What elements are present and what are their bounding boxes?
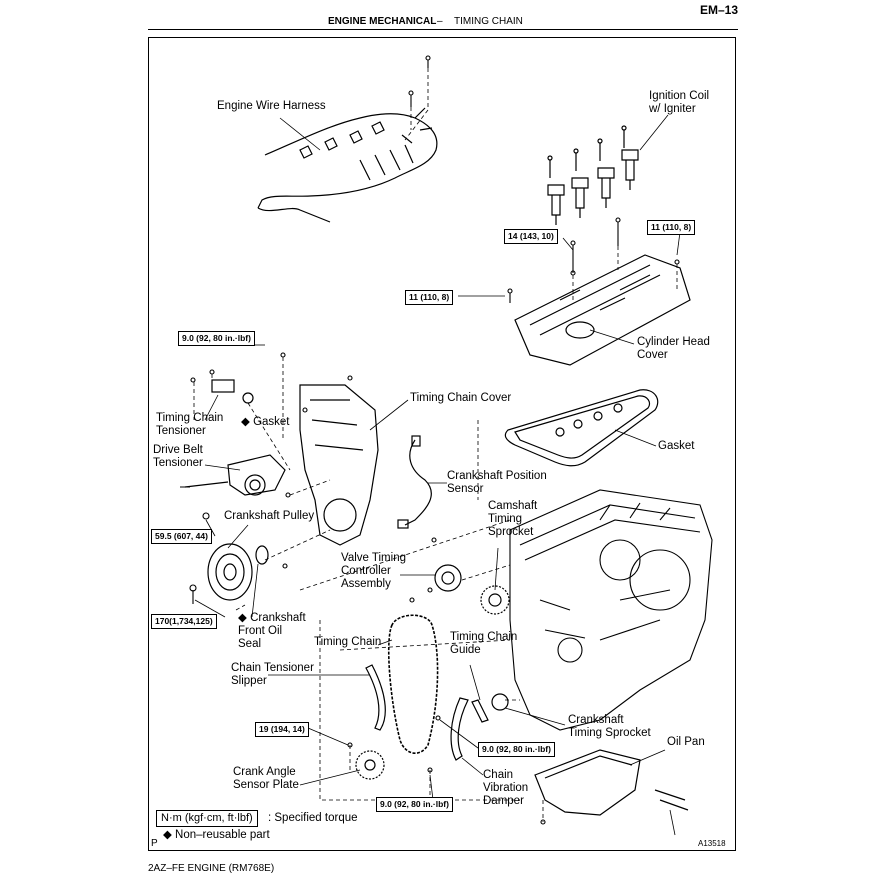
footer-engine-code: 2AZ–FE ENGINE (RM768E) [148,863,275,874]
p-mark: P [151,838,158,849]
legend-non-reusable: ◆ Non–reusable part [163,829,270,841]
chain-guides-drawing [365,664,489,761]
legend-unit-text: : Specified torque [268,812,358,824]
label-crankshaft-pulley: Crankshaft Pulley [224,510,315,522]
page-number: EM–13 [700,3,739,17]
assembly-lines [193,68,678,822]
camshaft-sprocket-drawing [434,564,510,615]
label-gasket-cover: Gasket [658,440,695,452]
oil-pan-drawing [534,749,689,816]
torque-box: 19 (194, 14) [255,722,309,737]
torque-box: 59.5 (607, 44) [151,529,212,544]
label-camshaft-timing-sprocket: Camshaft Timing Sprocket [488,500,538,538]
timing-chain-drawing [387,614,439,754]
label-oil-pan: Oil Pan [667,736,705,748]
label-crankshaft-timing-sprocket: Crankshaft Timing Sprocket [568,714,651,739]
bolts-drawing [180,55,680,825]
label-crankshaft-position-sensor: Crankshaft Position Sensor [447,470,547,495]
label-crankshaft-front-oil-seal-group: ◆ Crankshaft Front Oil Seal [238,612,306,651]
torque-box: 9.0 (92, 80 in.·lbf) [478,742,555,757]
ignition-coil-drawing [547,125,639,225]
non-reusable-marker: ◆ [241,416,250,428]
crank-angle-plate-drawing [355,693,509,780]
torque-box: 11 (110, 8) [405,290,454,305]
torque-box: 9.0 (92, 80 in.·lbf) [376,797,453,812]
legend-unit-box: N·m (kgf·cm, ft·lbf) [156,810,258,827]
non-reusable-marker: ◆ [238,612,247,624]
header-dash: – [437,16,443,27]
leader-lines [194,114,681,836]
label-timing-chain-tensioner: Timing Chain Tensioner [156,412,224,437]
engine-wire-harness-drawing [257,107,438,223]
label-gasket-tensioner: Gasket [253,416,290,428]
label-crank-angle-sensor-plate: Crank Angle Sensor Plate [233,766,299,791]
torque-box: 11 (110, 8) [647,220,696,235]
crankshaft-pulley-drawing [207,543,269,601]
label-chain-vibration-damper: Chain Vibration Damper [483,769,529,807]
label-crankshaft-front-oil-seal: Crankshaft Front Oil Seal [238,612,306,650]
label-chain-tensioner-slipper: Chain Tensioner Slipper [231,662,314,687]
subsection-title: TIMING CHAIN [454,16,523,27]
label-ignition-coil: Ignition Coil w/ Igniter [649,90,710,115]
page-header: ENGINE MECHANICAL – TIMING CHAIN EM–13 [0,0,886,40]
tensioner-drawing [184,379,286,496]
label-valve-timing-controller: Valve Timing Controller Assembly [341,552,406,590]
cover-gasket-drawing [504,389,659,467]
label-drive-belt-tensioner: Drive Belt Tensioner [153,444,203,469]
torque-box: 170(1,734,125) [151,614,217,629]
timing-chain-cover-drawing [299,384,379,546]
header-rule [148,29,738,30]
crank-sensor-drawing [397,435,432,529]
cylinder-head-cover-drawing [514,254,691,366]
torque-box: 9.0 (92, 80 in.·lbf) [178,331,255,346]
label-timing-chain-cover: Timing Chain Cover [410,392,512,404]
label-cylinder-head-cover: Cylinder Head Cover [637,336,710,361]
label-timing-chain-guide: Timing Chain Guide [450,631,518,656]
torque-box: 14 (143, 10) [504,229,558,244]
diagram-frame [148,37,736,851]
label-engine-wire-harness: Engine Wire Harness [217,100,326,112]
engine-block-drawing [509,489,713,731]
label-gasket-tensioner-group: ◆ Gasket [241,416,290,429]
section-title: ENGINE MECHANICAL [328,16,437,27]
label-timing-chain: Timing Chain [314,636,382,648]
figure-id: A13518 [698,839,726,848]
